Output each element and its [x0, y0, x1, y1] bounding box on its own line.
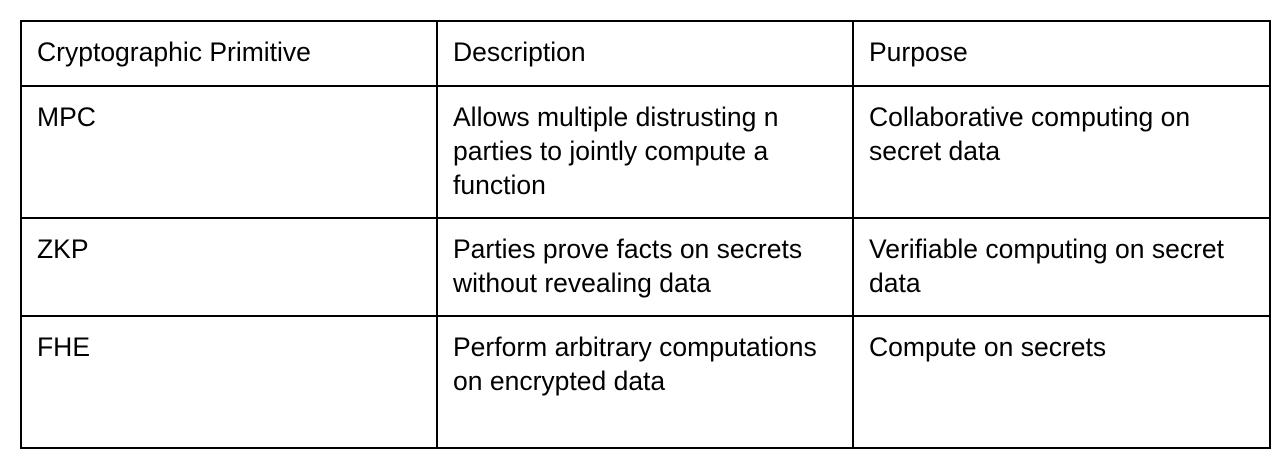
table-row: MPC Allows multiple distrusting n partie… — [20, 85, 1271, 219]
cell-primitive: ZKP — [20, 217, 438, 317]
cell-description: Perform arbitrary computations on encryp… — [436, 315, 854, 449]
header-cell-purpose: Purpose — [852, 20, 1271, 87]
cell-primitive: FHE — [20, 315, 438, 449]
cell-purpose: Verifiable computing on secret data — [852, 217, 1271, 317]
header-cell-description: Description — [436, 20, 854, 87]
header-cell-primitive: Cryptographic Primitive — [20, 20, 438, 87]
primitives-table: Cryptographic Primitive Description Purp… — [20, 20, 1271, 449]
cell-purpose: Collaborative computing on secret data — [852, 85, 1271, 219]
table-header-row: Cryptographic Primitive Description Purp… — [20, 20, 1271, 87]
table-row: ZKP Parties prove facts on secrets witho… — [20, 217, 1271, 317]
cell-description: Allows multiple distrusting n parties to… — [436, 85, 854, 219]
table-row: FHE Perform arbitrary computations on en… — [20, 315, 1271, 449]
cell-description: Parties prove facts on secrets without r… — [436, 217, 854, 317]
cell-primitive: MPC — [20, 85, 438, 219]
cell-purpose: Compute on secrets — [852, 315, 1271, 449]
